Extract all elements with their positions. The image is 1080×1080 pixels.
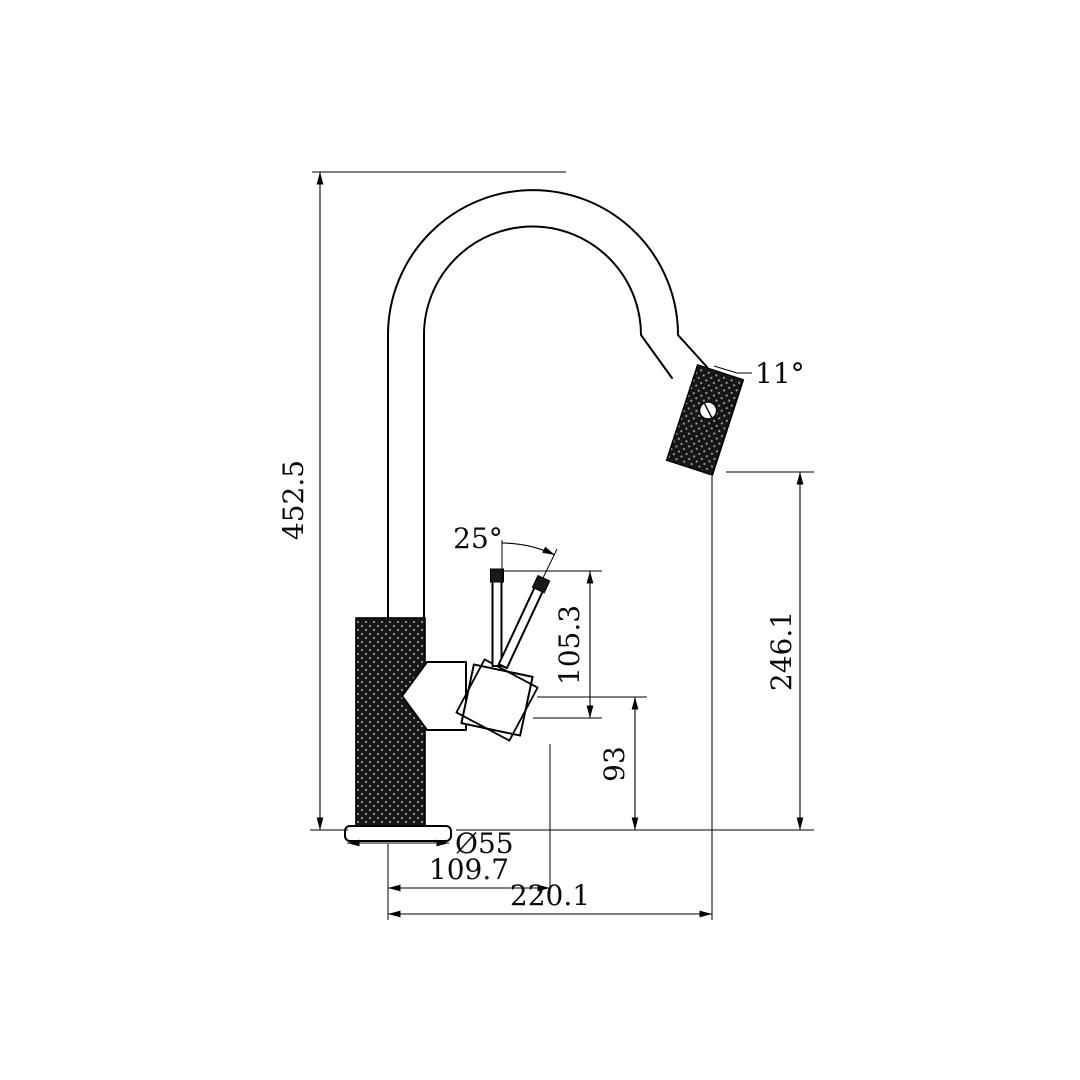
dim-label-overall-height: 452.5 (277, 460, 310, 540)
spray-head (665, 364, 745, 476)
lever-tilted-position (497, 574, 551, 670)
dim-label-body-top-height: 93 (598, 746, 631, 782)
dim-label-handle-top-height: 105.3 (553, 605, 586, 685)
dim-base-diameter: Ø55 (347, 827, 514, 860)
knurled-body-column (355, 617, 426, 827)
gooseneck-spout (387, 189, 708, 621)
dim-spout-reach: 220.1 (388, 476, 713, 920)
base-plate (344, 825, 452, 842)
dim-handle-top-height: 105.3 (502, 570, 602, 719)
dim-label-spout-reach: 220.1 (510, 879, 590, 912)
faucet-body-group (344, 189, 745, 842)
dim-label-handle-swing-angle: 25° (453, 522, 503, 555)
mixer-joint (455, 658, 539, 742)
dim-label-spout-outlet-height: 246.1 (765, 611, 798, 691)
dim-label-base-diameter: Ø55 (455, 827, 514, 860)
dim-label-spray-head-tilt: 11° (755, 357, 805, 390)
dim-handle-reach: 109.7 (387, 744, 551, 920)
dim-spray-head-tilt: 11° (713, 357, 805, 390)
dim-handle-swing-angle: 25° (453, 522, 558, 580)
lever-vertical-position (490, 568, 504, 667)
dim-body-top-height: 93 (537, 696, 647, 830)
dim-overall-height: 452.5 (277, 171, 566, 831)
dim-label-handle-reach: 109.7 (429, 853, 509, 886)
